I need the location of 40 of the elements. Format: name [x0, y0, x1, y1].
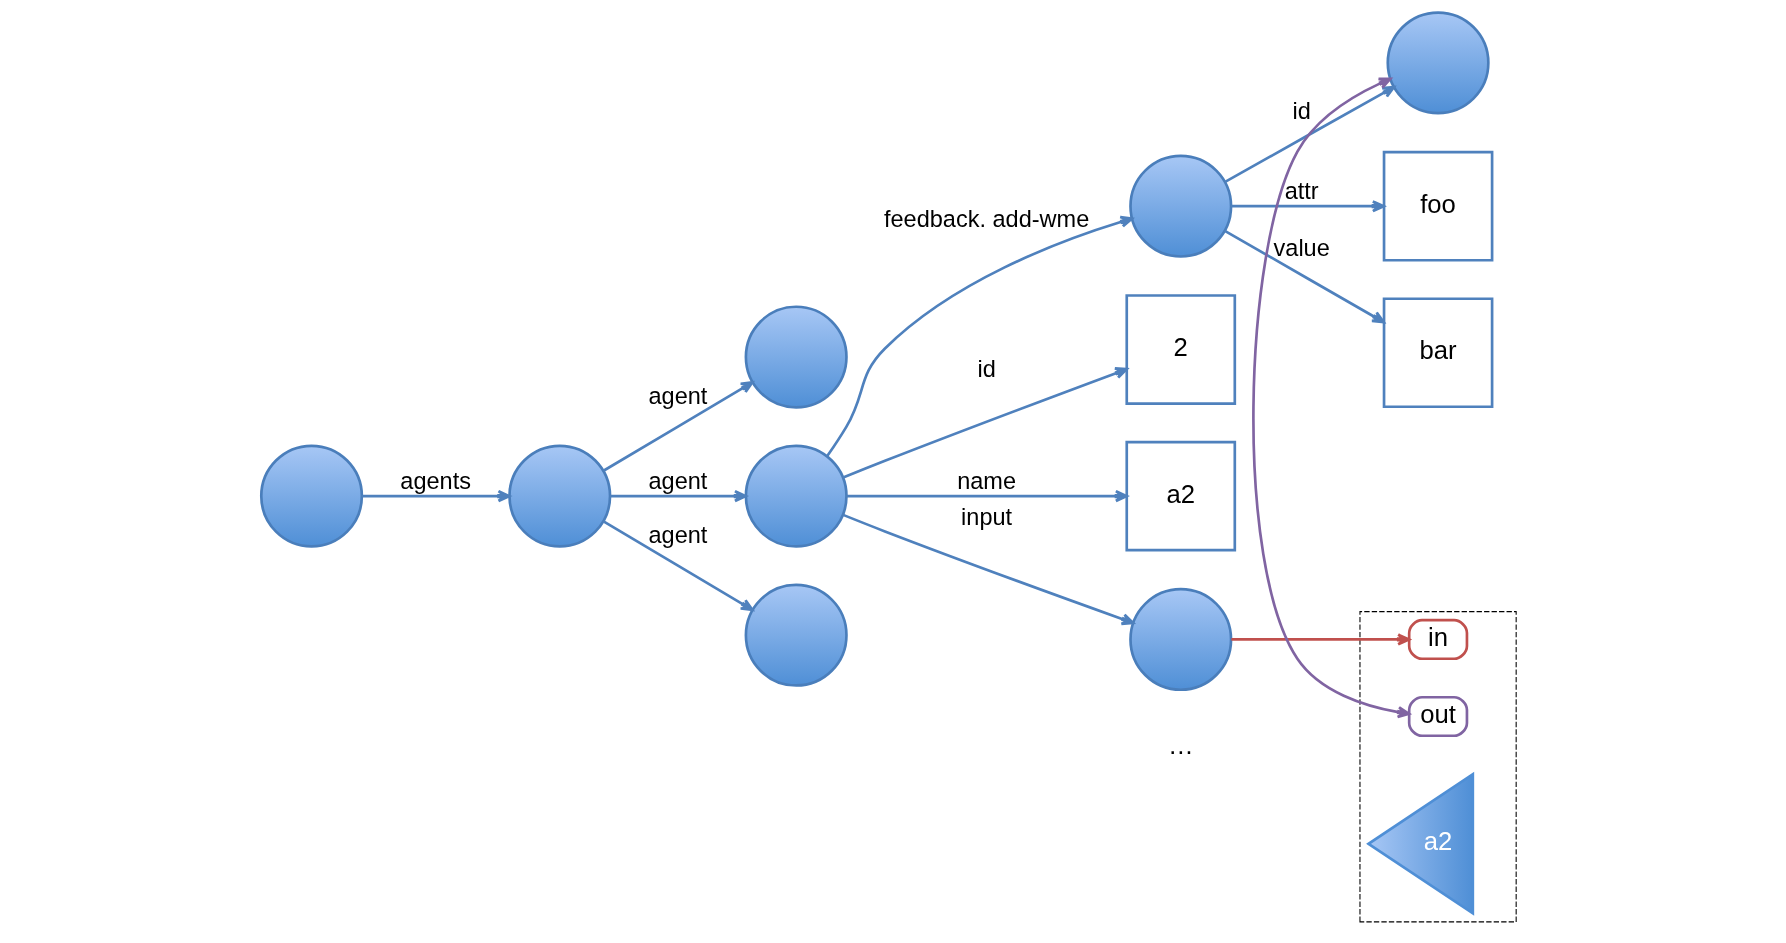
arrow [610, 489, 748, 503]
edge-label: agent [648, 521, 708, 548]
node-box: 2 [1125, 294, 1237, 405]
edge-label: feedback. add-wme [883, 206, 1090, 233]
arrow [1252, 77, 1411, 719]
edge-label: agents [400, 468, 471, 495]
arrow [826, 215, 1134, 457]
label: … [1167, 731, 1194, 760]
node-box: bar [1382, 297, 1494, 409]
edge-label: id [1292, 98, 1311, 125]
edge-label: agent [648, 382, 708, 409]
node-box: out [1407, 695, 1469, 738]
arrow [602, 381, 754, 472]
arrow [1224, 229, 1385, 324]
node-box: a2 [1125, 440, 1237, 552]
node-box: foo [1382, 150, 1494, 262]
node-circle [1129, 587, 1233, 692]
arrow [1231, 200, 1385, 213]
arrow [842, 367, 1128, 479]
arrow [842, 513, 1135, 626]
edge-label: attr [1284, 178, 1319, 205]
arrow [602, 520, 754, 612]
edge-label: name [957, 468, 1017, 495]
arrow [362, 489, 511, 503]
edge-label: id [977, 355, 996, 382]
node-circle [744, 305, 848, 409]
edge-label: value [1273, 235, 1330, 262]
node-circle [259, 444, 364, 548]
arrow [846, 489, 1129, 503]
arrow [1231, 633, 1411, 646]
edge-label: agent [648, 468, 708, 495]
node-box: in [1407, 618, 1469, 661]
node-circle [744, 583, 848, 687]
node-circle [1386, 11, 1490, 115]
cluster [1359, 611, 1517, 923]
node-circle [508, 444, 612, 548]
node-circle [1129, 154, 1233, 258]
edge-label: input [961, 503, 1013, 530]
arrow [1224, 85, 1396, 184]
node-circle [744, 444, 848, 548]
